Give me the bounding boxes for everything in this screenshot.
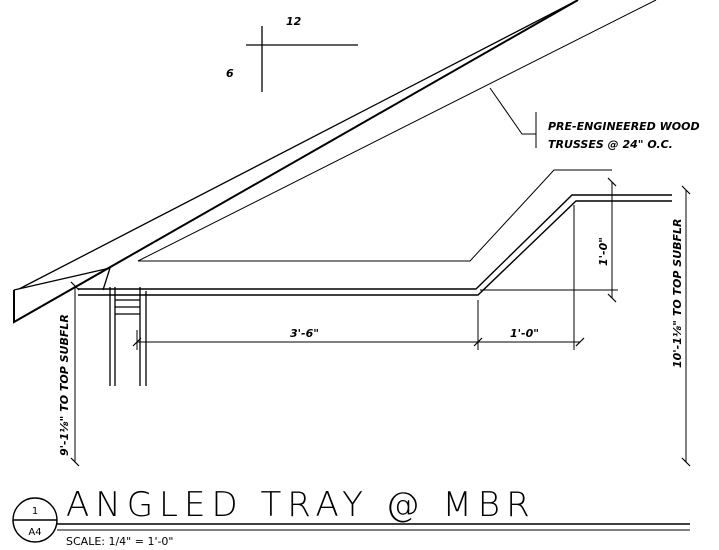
slope-run-label: 12 — [286, 15, 302, 28]
dim-rise-label: 1'-0" — [597, 237, 610, 266]
right-height-label: 10'-1⅛" TO TOP SUBFLR — [671, 218, 684, 368]
slope-indicator — [246, 26, 358, 92]
left-height-label: 9'-1⅛" TO TOP SUBFLR — [58, 314, 71, 456]
vertical-rise-dimension — [480, 177, 618, 303]
tray-ceiling-outline — [138, 169, 612, 262]
detail-number: 1 — [32, 506, 38, 517]
roof-lower-line — [137, 0, 657, 262]
callout-leader — [489, 87, 537, 148]
roof-top-chord — [13, 0, 579, 324]
dim-angled-label: 1'-0" — [510, 327, 539, 340]
wall-top-plate — [109, 287, 147, 386]
callout-line-2: TRUSSES @ 24" O.C. — [548, 138, 673, 151]
slope-rise-label: 6 — [226, 67, 234, 80]
detail-bubble — [12, 497, 58, 543]
callout-line-1: PRE-ENGINEERED WOOD — [548, 120, 700, 133]
ceiling-line — [78, 194, 672, 296]
horizontal-dimension-lines — [132, 205, 585, 350]
title-underline — [57, 523, 690, 531]
sheet-number: A4 — [28, 527, 41, 538]
truss-top-chord-line — [18, 0, 577, 290]
drawing-title: ANGLED TRAY @ MBR — [66, 485, 536, 525]
scale-note: SCALE: 1/4" = 1'-0" — [66, 535, 174, 548]
dim-flat-label: 3'-6" — [290, 327, 319, 340]
